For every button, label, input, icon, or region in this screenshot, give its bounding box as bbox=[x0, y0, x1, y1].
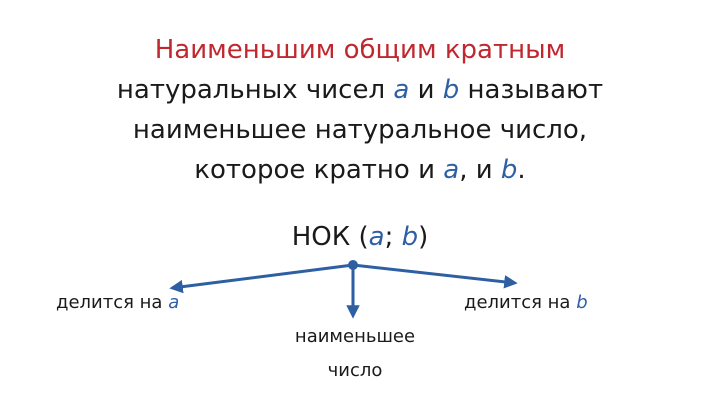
label-smallest-line-1: наименьшее bbox=[294, 326, 416, 347]
nok-variable-a: a bbox=[368, 222, 385, 252]
definition-line-4-prefix: которое кратно и bbox=[194, 155, 435, 185]
variable-b-2: b bbox=[500, 155, 518, 185]
label-left-text: делится на bbox=[56, 292, 163, 313]
definition-line-1: Наименьшим общим кратным bbox=[154, 35, 566, 65]
definition-line-2: натуральных чисел a и b называют bbox=[0, 70, 720, 110]
definition-line-4-comma-and: , и bbox=[459, 155, 493, 185]
label-smallest-line-2: число bbox=[327, 360, 383, 381]
definition-line-4: которое кратно и a, и b. bbox=[0, 150, 720, 190]
definition-line-3: наименьшее натуральное число, bbox=[132, 115, 588, 145]
arrow-right bbox=[352, 263, 518, 289]
definition-text: Наименьшим общим кратным натуральных чис… bbox=[0, 30, 720, 190]
nok-variable-b: b bbox=[401, 222, 419, 252]
conjunction-and: и bbox=[417, 75, 435, 105]
label-left-variable: a bbox=[168, 292, 180, 313]
variable-b: b bbox=[442, 75, 460, 105]
definition-line-2-prefix: натуральных чисел bbox=[116, 75, 386, 105]
arrow-left bbox=[169, 263, 354, 294]
nok-suffix: ) bbox=[418, 222, 429, 252]
nok-separator: ; bbox=[384, 222, 402, 252]
variable-a: a bbox=[393, 75, 410, 105]
label-smallest-number: наименьшее число bbox=[0, 320, 710, 388]
label-divisible-by-a: делится на a bbox=[56, 292, 179, 313]
definition-line-4-end: . bbox=[517, 155, 526, 185]
label-right-variable: b bbox=[576, 292, 588, 313]
definition-line-2-suffix: называют bbox=[467, 75, 604, 105]
nok-formula: НОК (a; b) bbox=[0, 222, 720, 252]
branch-node bbox=[348, 260, 358, 270]
variable-a-2: a bbox=[443, 155, 460, 185]
nok-prefix: НОК ( bbox=[291, 222, 369, 252]
label-divisible-by-b: делится на b bbox=[464, 292, 588, 313]
label-right-text: делится на bbox=[464, 292, 571, 313]
